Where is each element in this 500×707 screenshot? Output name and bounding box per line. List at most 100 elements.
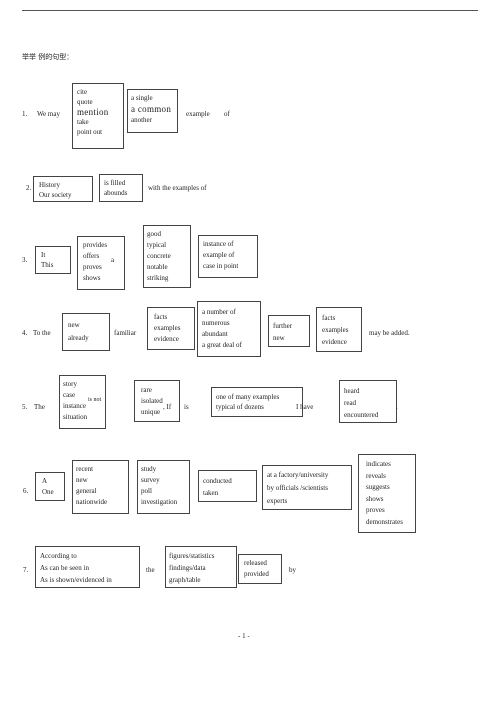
option: a great deal of [202, 341, 242, 349]
noun-options-box-2: facts examples evidence [316, 307, 362, 352]
article-options-box: A One [35, 472, 65, 501]
row-number: 4. [22, 329, 28, 337]
verb-options-box: released provided [238, 554, 282, 584]
option: notable [147, 263, 168, 271]
option: This [41, 261, 54, 269]
row-number: 1. [22, 110, 28, 118]
option: already [68, 334, 89, 342]
isnot-text: is not [88, 397, 102, 403]
option: offers [83, 252, 100, 260]
option: further [273, 322, 293, 330]
adjective-options-box: new already [62, 313, 110, 351]
noun-options-box: instance of example of case in point [198, 235, 258, 278]
the-text: the [146, 566, 155, 574]
option: instance of [203, 240, 234, 248]
tail-text: may be added. [369, 329, 410, 337]
option: take [77, 118, 89, 126]
option: study [141, 465, 157, 473]
page-number: - 1 - [238, 632, 250, 640]
option: heard [344, 387, 360, 395]
example-options-box: one of many examples typical of dozens [211, 387, 303, 417]
quantifier-options-box: a number of numerous abundant a great de… [197, 301, 261, 357]
adjective-options-box: rare isolated unique [134, 380, 180, 422]
option: numerous [202, 319, 230, 327]
option: As can be seen in [40, 564, 89, 572]
option: new [68, 321, 80, 329]
option: experts [267, 497, 288, 505]
verb-options-box: provides offers proves shows [77, 236, 125, 290]
option: abounds [104, 189, 128, 197]
option: Our society [39, 191, 72, 199]
option: findings/data [169, 564, 206, 572]
lead-text: To the [33, 329, 51, 337]
option: a common [131, 104, 172, 114]
quantifier-options-box: a single a common another [127, 89, 178, 133]
article-text: a [111, 256, 115, 264]
noun-options-box: story case instance situation [59, 375, 106, 429]
option: instance [63, 402, 86, 410]
by-text: by [289, 566, 296, 574]
option: examples [154, 324, 181, 332]
option: reveals [366, 471, 386, 480]
adjective-options-box: recent new general nationwide [72, 460, 129, 514]
option: poll [141, 487, 152, 495]
option: at a factory/university [267, 471, 329, 479]
row-number: 3. [22, 256, 28, 264]
option: good [147, 230, 161, 238]
option: It [41, 251, 46, 259]
option: mention [77, 107, 109, 117]
option: a single [131, 94, 153, 102]
noun-options-box: facts examples evidence [147, 307, 195, 350]
option: shows [366, 494, 384, 503]
option: by officials /scientists [267, 484, 328, 492]
option: new [273, 334, 285, 342]
option: point out [77, 128, 103, 136]
option: isolated [141, 397, 163, 405]
option: History [39, 181, 60, 189]
option: demonstrates [366, 517, 403, 526]
option: a number of [202, 308, 236, 316]
option: A [42, 477, 48, 485]
option: facts [322, 314, 336, 322]
option: abundant [202, 330, 228, 338]
verb-options-box: cite quote mention take point out [72, 83, 124, 149]
option: story [63, 380, 77, 388]
subject-options-box: It This [35, 246, 71, 274]
row-number: 2. [26, 184, 32, 192]
familiar-text: familiar [114, 329, 137, 337]
page-heading: 举举 例的句型： [22, 53, 74, 61]
subject-options-box: History Our society [33, 176, 93, 202]
option: One [42, 488, 54, 496]
adjective-options-box: good typical concrete notable striking [143, 225, 191, 288]
is-text: is [184, 403, 189, 411]
option: another [131, 116, 152, 124]
option: encountered [344, 411, 379, 419]
phrase-options-box: According to As can be seen in As is sho… [35, 546, 140, 588]
option: typical of dozens [216, 403, 264, 411]
option: concrete [147, 252, 171, 260]
option: evidence [154, 335, 179, 343]
option: recent [76, 465, 94, 473]
option: situation [63, 413, 88, 421]
source-options-box: figures/statistics findings/data graph/t… [165, 546, 237, 588]
option: nationwide [76, 498, 108, 506]
option: released [244, 559, 267, 567]
option: one of many examples [216, 393, 280, 401]
option: graph/table [169, 576, 201, 584]
row-number: 5. [22, 403, 28, 411]
if-text: , If [163, 403, 172, 411]
option: cite [77, 88, 88, 96]
lead-text: The [34, 403, 45, 411]
option: figures/statistics [169, 552, 215, 560]
option: shows [83, 274, 101, 282]
option: rare [141, 386, 152, 394]
tail-text: of [224, 110, 230, 118]
option: unique [141, 408, 161, 416]
verb-options-box: is filled abounds [99, 174, 143, 202]
option: quote [77, 98, 93, 106]
option: is filled [104, 179, 126, 187]
option: new [76, 476, 88, 484]
option: striking [147, 274, 169, 282]
option: examples [322, 326, 349, 334]
option: proves [83, 263, 102, 271]
